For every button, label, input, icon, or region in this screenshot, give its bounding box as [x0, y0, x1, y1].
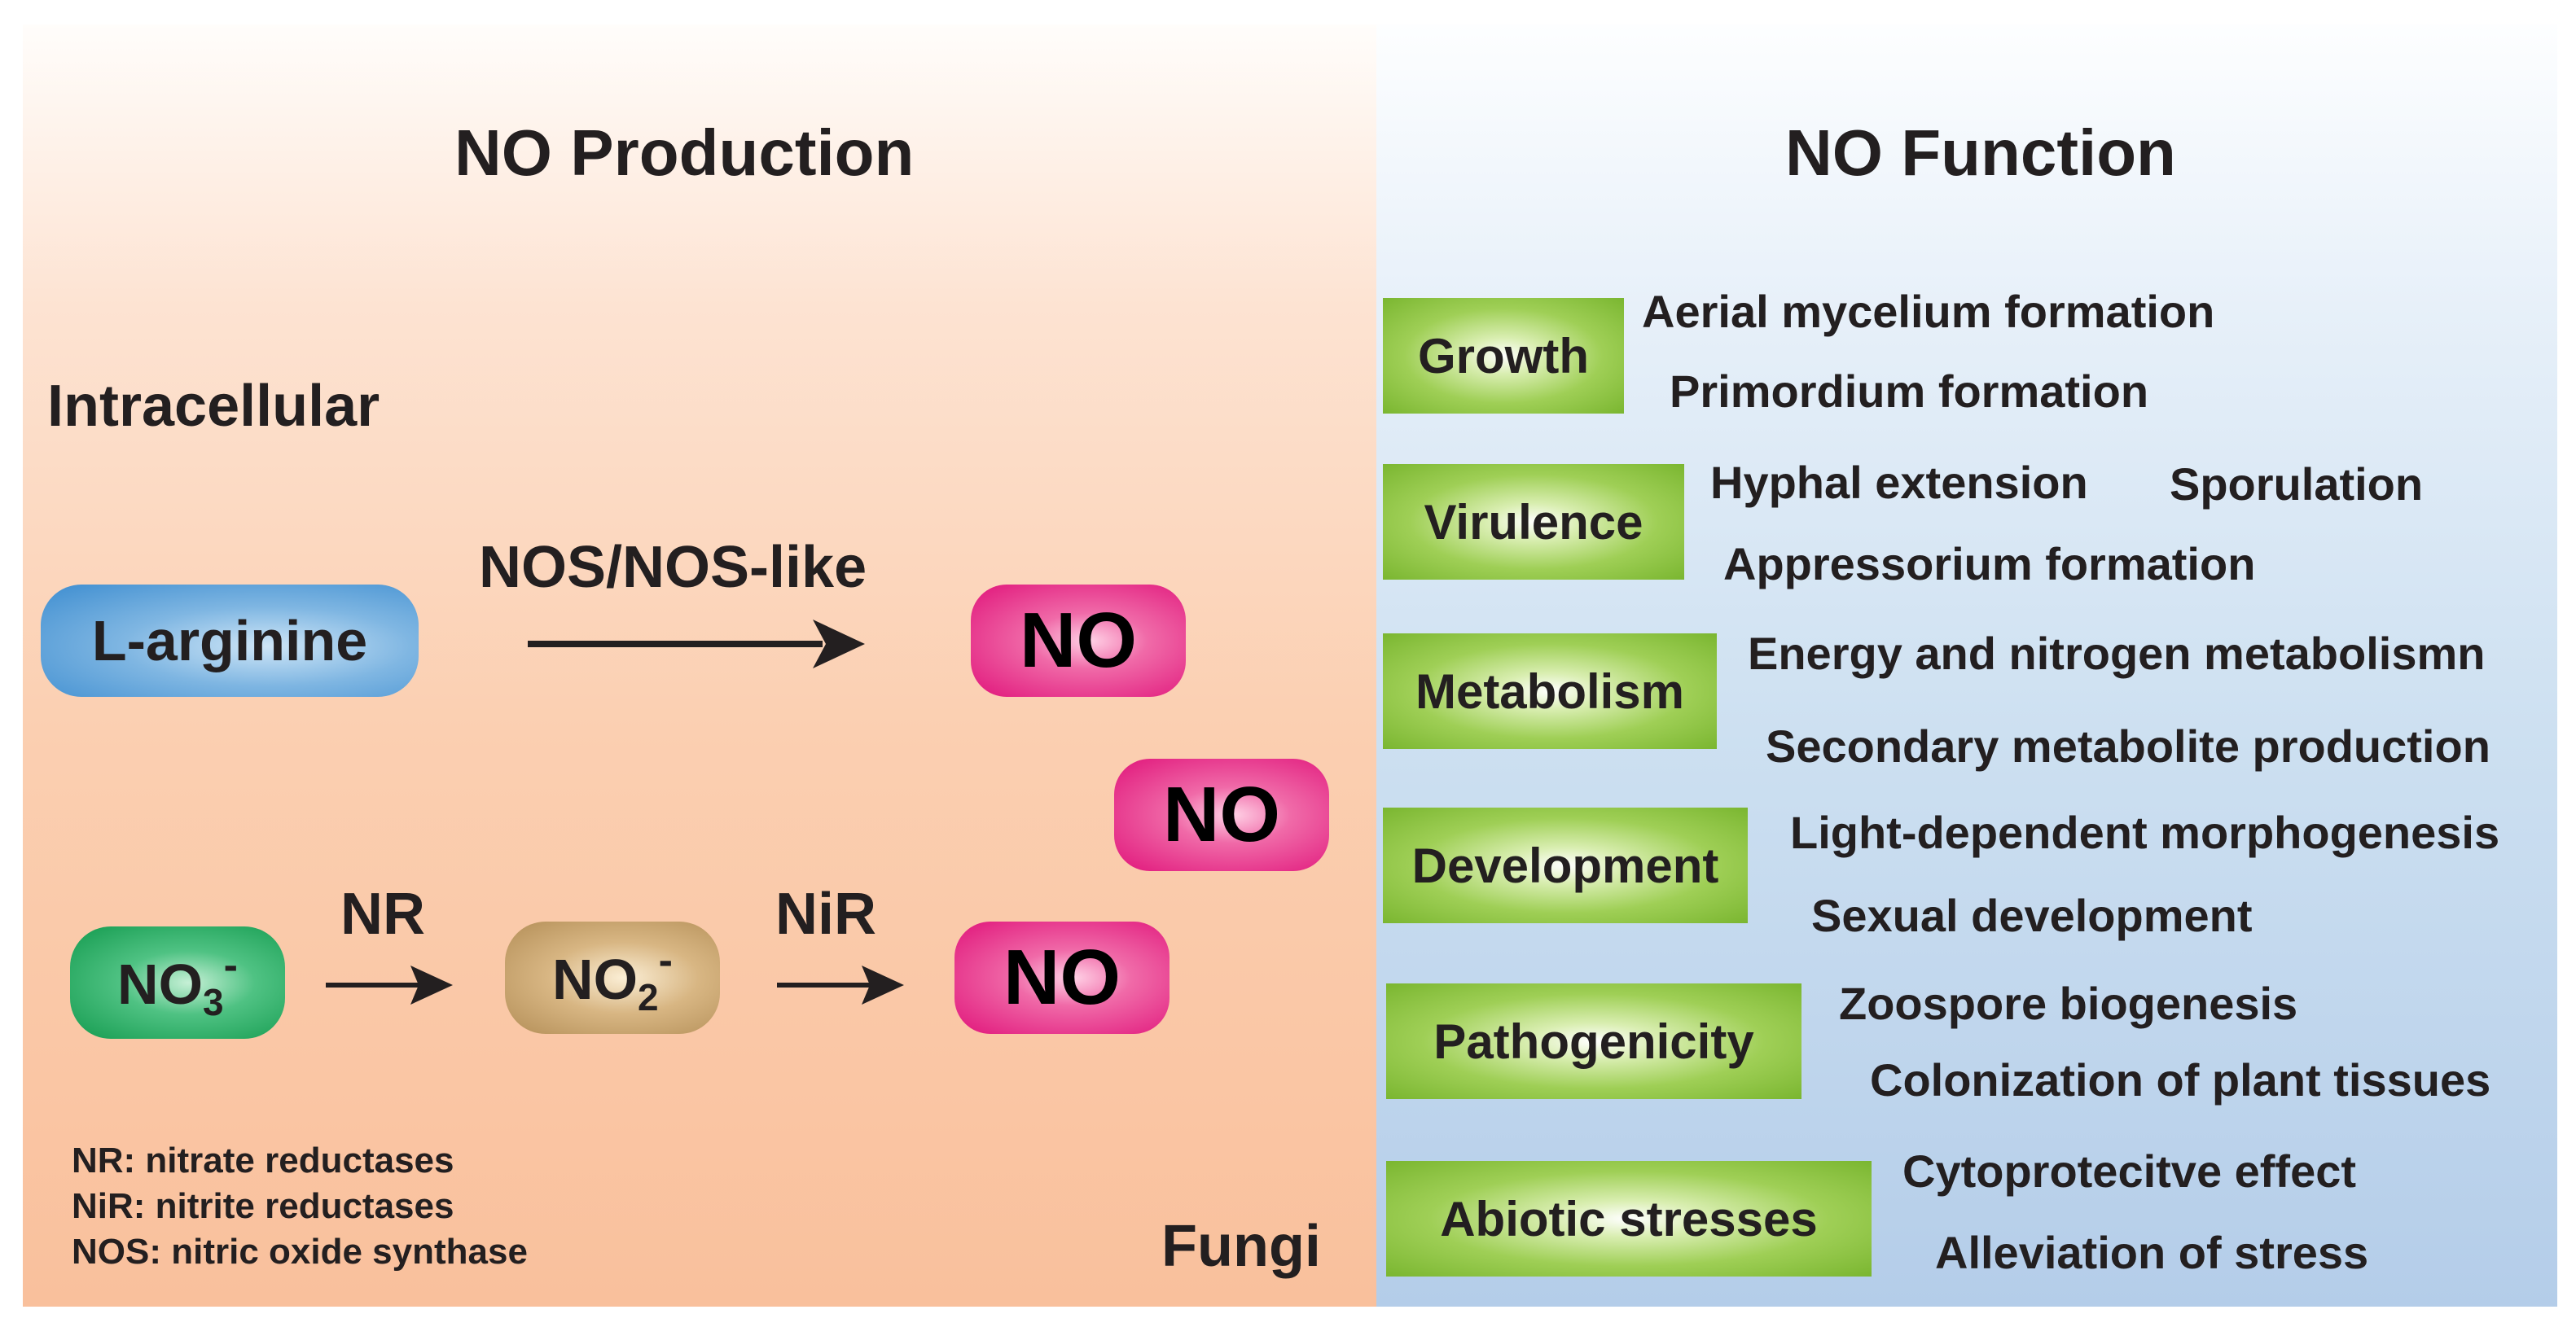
category-label: Abiotic stresses [1440, 1191, 1818, 1246]
category-metabolism: Metabolism [1383, 633, 1717, 749]
category-label: Virulence [1424, 494, 1643, 550]
no-node-center: NO [1114, 759, 1329, 871]
category-growth: Growth [1383, 298, 1624, 414]
nr-enzyme-label: NR [340, 882, 425, 947]
nos-enzyme-label: NOS/NOS-like [479, 535, 867, 600]
category-pathogenicity: Pathogenicity [1386, 983, 1801, 1099]
effect-cytoprotective: Cytoprotecitve effect [1902, 1145, 2357, 1197]
effect-secondary-metabolite: Secondary metabolite production [1766, 720, 2490, 772]
category-label: Metabolism [1415, 664, 1685, 719]
effect-aerial-mycelium: Aerial mycelium formation [1642, 286, 2215, 337]
nitrate-label: NO3- [117, 942, 238, 1023]
no-node-nitrite: NO [954, 922, 1170, 1034]
effect-energy-nitrogen: Energy and nitrogen metabolismn [1748, 628, 2486, 679]
effect-primordium: Primordium formation [1670, 366, 2149, 417]
fungi-label: Fungi [1161, 1214, 1321, 1279]
category-development: Development [1383, 808, 1748, 923]
nitrite-label: NO2- [552, 937, 673, 1018]
effect-sexual-development: Sexual development [1811, 890, 2253, 941]
no-label: NO [1163, 771, 1280, 858]
category-label: Growth [1418, 328, 1589, 383]
nr-arrow [326, 966, 453, 1005]
effect-light-morphogenesis: Light-dependent morphogenesis [1790, 807, 2500, 858]
effect-hyphal-extension: Hyphal extension [1710, 457, 2088, 508]
no-node-arginine: NO [971, 585, 1186, 697]
l-arginine-node: L-arginine [41, 585, 419, 697]
effect-alleviation: Alleviation of stress [1935, 1227, 2369, 1278]
nitrite-node: NO2- [505, 922, 720, 1034]
production-title: NO Production [454, 116, 915, 189]
category-label: Development [1411, 838, 1719, 893]
category-abiotic-stresses: Abiotic stresses [1386, 1161, 1872, 1277]
effect-appressorium: Appressorium formation [1723, 538, 2256, 589]
legend: NR: nitrate reductases NiR: nitrite redu… [72, 1138, 528, 1275]
nitrate-node: NO3- [70, 926, 285, 1039]
l-arginine-label: L-arginine [91, 609, 368, 672]
no-label: NO [1003, 934, 1121, 1021]
effect-zoospore: Zoospore biogenesis [1839, 978, 2298, 1029]
intracellular-label: Intracellular [47, 374, 380, 439]
nos-arrow [528, 620, 865, 668]
no-label: NO [1020, 597, 1137, 684]
effect-colonization: Colonization of plant tissues [1870, 1054, 2491, 1106]
legend-nir: NiR: nitrite reductases [72, 1186, 454, 1226]
legend-nr: NR: nitrate reductases [72, 1141, 454, 1180]
category-label: Pathogenicity [1433, 1014, 1754, 1069]
nir-arrow [777, 966, 904, 1005]
function-title: NO Function [1785, 116, 2176, 189]
nir-enzyme-label: NiR [775, 882, 876, 947]
legend-nos: NOS: nitric oxide synthase [72, 1232, 528, 1272]
category-virulence: Virulence [1383, 464, 1684, 580]
effect-sporulation: Sporulation [2170, 458, 2424, 510]
